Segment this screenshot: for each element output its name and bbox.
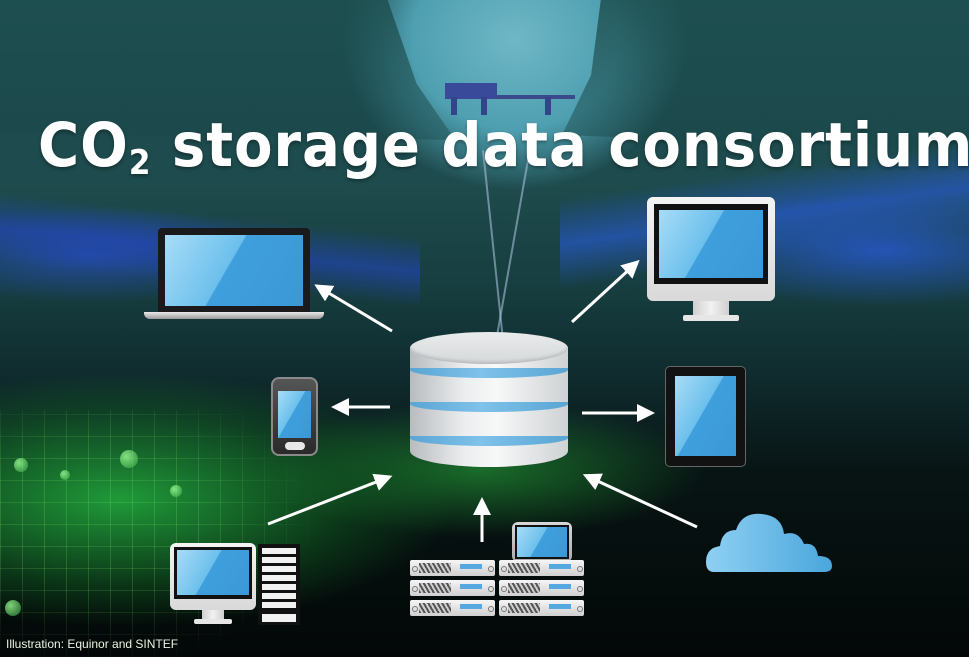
co2-bubble <box>14 458 28 472</box>
rock-stratum-right <box>562 0 969 150</box>
monitor-icon <box>512 522 572 562</box>
arrow-from-workstation <box>267 473 393 526</box>
arrow-to-monitor <box>570 259 640 324</box>
arrow-from-cloud <box>582 473 698 529</box>
image-credit: Illustration: Equinor and SINTEF <box>6 637 179 651</box>
co2-bubble <box>120 450 138 468</box>
page-title: CO2 storage data consortium <box>38 110 969 183</box>
monitor-icon <box>647 197 775 323</box>
co2-bubble <box>60 470 70 480</box>
title-suffix: storage data consortium <box>151 110 969 181</box>
cloud-icon <box>706 513 832 572</box>
database-icon <box>410 332 568 482</box>
co2-bubble <box>170 485 182 497</box>
smartphone-icon <box>271 377 318 456</box>
title-subscript: 2 <box>128 143 152 183</box>
monitor-icon <box>170 543 256 625</box>
laptop-icon <box>144 228 324 323</box>
co2-bubble <box>5 600 21 616</box>
tablet-icon <box>665 366 746 467</box>
title-prefix: CO <box>38 110 129 181</box>
rock-stratum-left <box>0 0 456 140</box>
server-rack-icon <box>258 544 300 625</box>
offshore-platform-icon <box>445 75 585 115</box>
arrow-to-laptop <box>314 284 393 333</box>
